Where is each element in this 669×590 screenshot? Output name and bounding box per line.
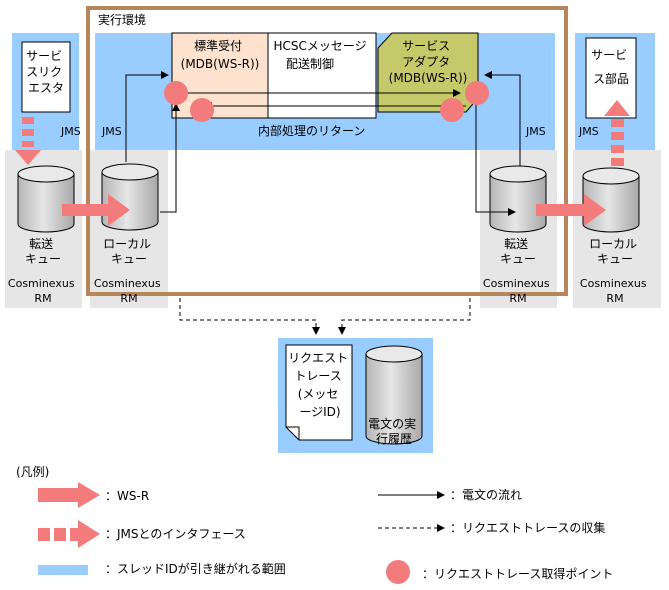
legend-thread-swatch [38,565,88,575]
legend-thread-label: ：スレッドIDが引き継がれる範囲 [105,561,286,576]
rm-left-label: Cosminexus RM [8,277,78,305]
ws-r-arrow-right [536,194,606,226]
local-queue-right-cylinder [582,167,640,233]
trace-collect-lines [179,298,471,335]
legend-jms-arrow [38,520,100,548]
environment-frame [86,6,568,296]
trace-point-reception-in [164,81,188,105]
transfer-queue-right-cylinder [489,165,547,233]
jms-label-3: JMS [525,125,546,138]
local-queue-left-label: ローカル キュー [103,237,155,266]
legend-flow-label: ：電文の流れ [450,487,522,502]
internal-return-label: 内部処理のリターン [258,123,365,138]
service-parts-label: サービ ス部品 [591,48,631,86]
local-queue-right-label: ローカル キュー [589,237,641,266]
trace-history-label: 電文の実 行履歴 [368,416,420,446]
legend-jms-label: ：JMSとのインタフェース [105,527,246,541]
trace-point-adapter-return [440,98,464,122]
jms-label-2: JMS [101,125,122,138]
jms-label-1: JMS [60,125,81,138]
rm-right-label: Cosminexus RM [483,277,553,305]
legend-title: (凡例) [16,465,49,479]
environment-title: 実行環境 [98,12,146,27]
requester-box [21,41,71,113]
trace-point-adapter-in [465,81,489,105]
rm-left2-label: Cosminexus RM [94,277,164,305]
jms-interface-arrow-up [604,100,630,166]
hcsc-control-label: HCSCメッセージ 配送制御 [274,39,371,71]
jms-label-4: JMS [578,125,599,138]
requester-label: サービ スリク エスタ [26,49,66,95]
trace-document [285,344,353,441]
adapter-label: サービス アダプタ (MDB(WS-R)) [389,39,468,85]
trace-document-label: リクエスト トレース (メッセ ージID) [288,351,352,419]
legend-ws-r-label: ：WS-R [105,489,149,503]
legend: (凡例) ：WS-R ：JMSとのインタフェース ：スレッドIDが引き継がれる範… [16,465,613,584]
legend-trace-point [386,560,410,584]
trace-point-reception-return [190,98,214,122]
legend-collect-label: ：リクエストトレースの収集 [450,520,605,535]
reception-label: 標準受付 (MDB(WS-R)) [181,38,260,71]
rm-right2-label: Cosminexus RM [580,277,650,305]
transfer-queue-left-label: 転送 キュー [25,236,61,266]
service-parts-box [585,37,637,119]
hcsc-control-box [267,32,377,119]
legend-ws-r-arrow [38,482,100,508]
legend-trace-point-label: ：リクエストトレース取得ポイント [422,566,613,581]
message-flow-lines [125,71,521,216]
trace-history-cylinder [365,345,423,445]
jms-interface-arrow-down [15,117,41,165]
transfer-queue-right-label: 転送 キュー [500,236,536,266]
ws-r-arrow-left [62,194,130,226]
transfer-queue-left-cylinder [17,165,75,233]
